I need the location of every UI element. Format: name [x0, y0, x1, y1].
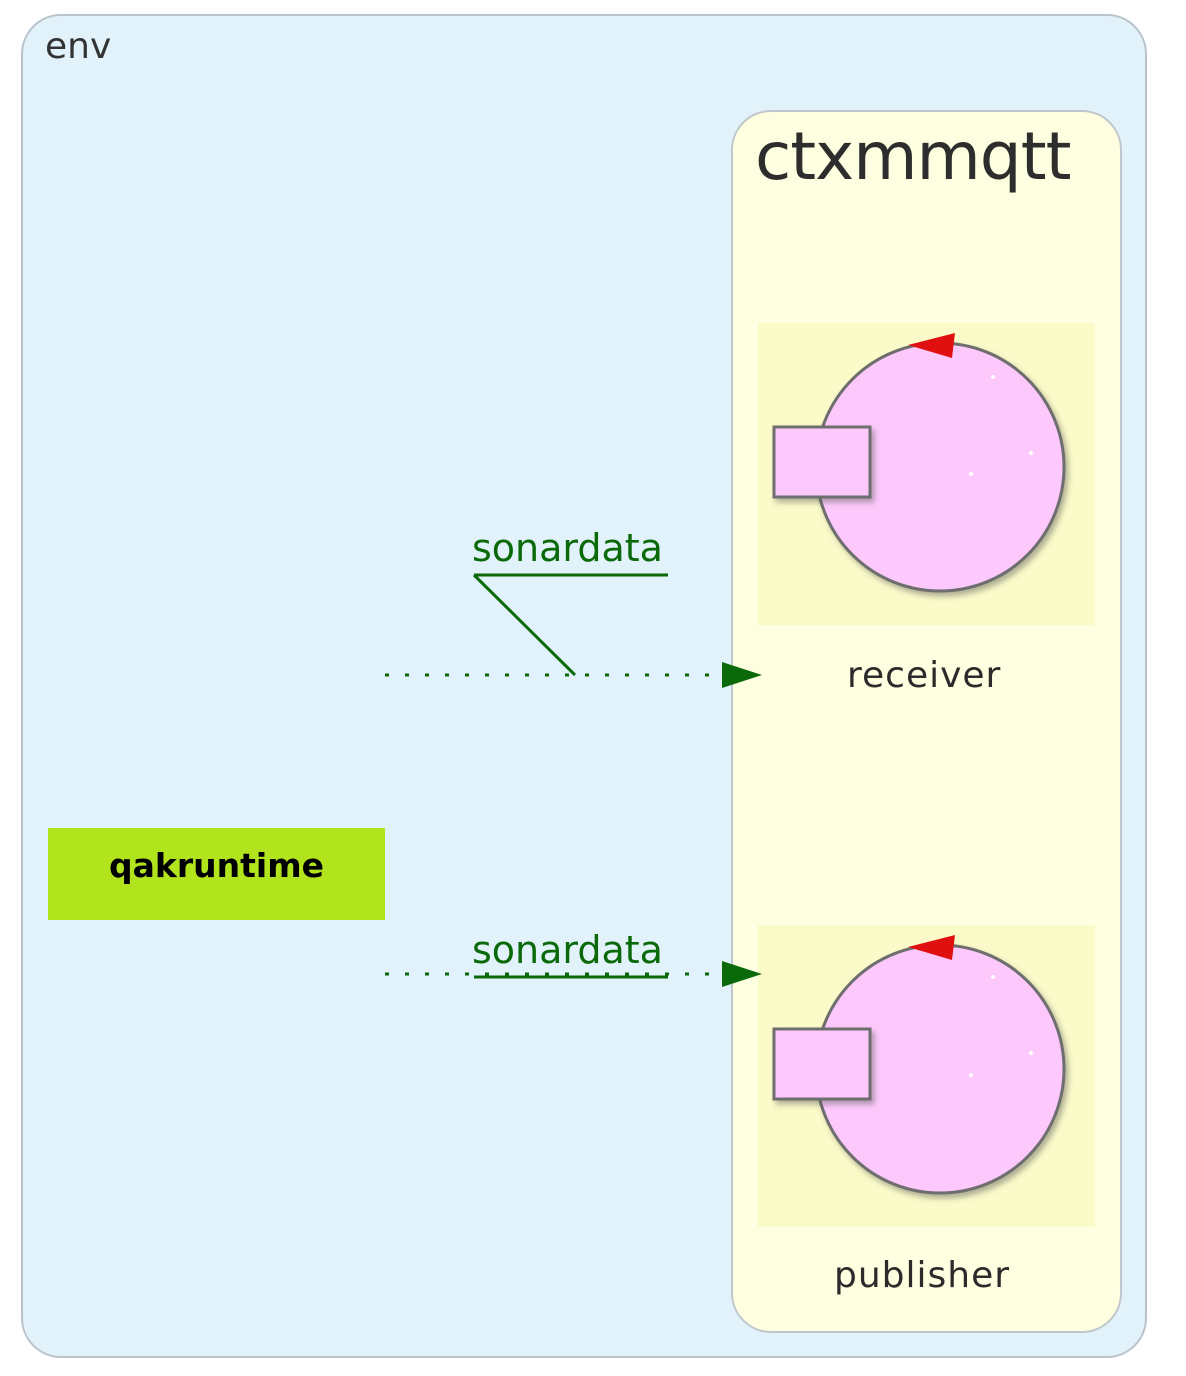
- external-qakruntime[interactable]: qakruntime: [48, 828, 385, 920]
- message-label-receiver: sonardata: [472, 526, 663, 570]
- message-arrow-publisher[interactable]: [385, 961, 762, 987]
- external-qakruntime-label: qakruntime: [109, 845, 324, 885]
- actor-publisher-marker-icon: [908, 935, 955, 960]
- arrowhead-icon: [722, 961, 762, 987]
- arrowhead-icon: [722, 662, 762, 688]
- actor-publisher-label: publisher: [834, 1255, 1011, 1296]
- actor-publisher-icon[interactable]: [772, 935, 1066, 1195]
- actor-receiver-icon[interactable]: [772, 333, 1066, 593]
- message-arrow-receiver[interactable]: [385, 573, 762, 688]
- actor-receiver-marker-icon: [908, 333, 955, 358]
- env-label: env: [45, 26, 112, 67]
- message-label-publisher: sonardata: [472, 928, 663, 972]
- actor-receiver-label: receiver: [847, 655, 1002, 696]
- context-label: ctxmmqtt: [755, 118, 1071, 195]
